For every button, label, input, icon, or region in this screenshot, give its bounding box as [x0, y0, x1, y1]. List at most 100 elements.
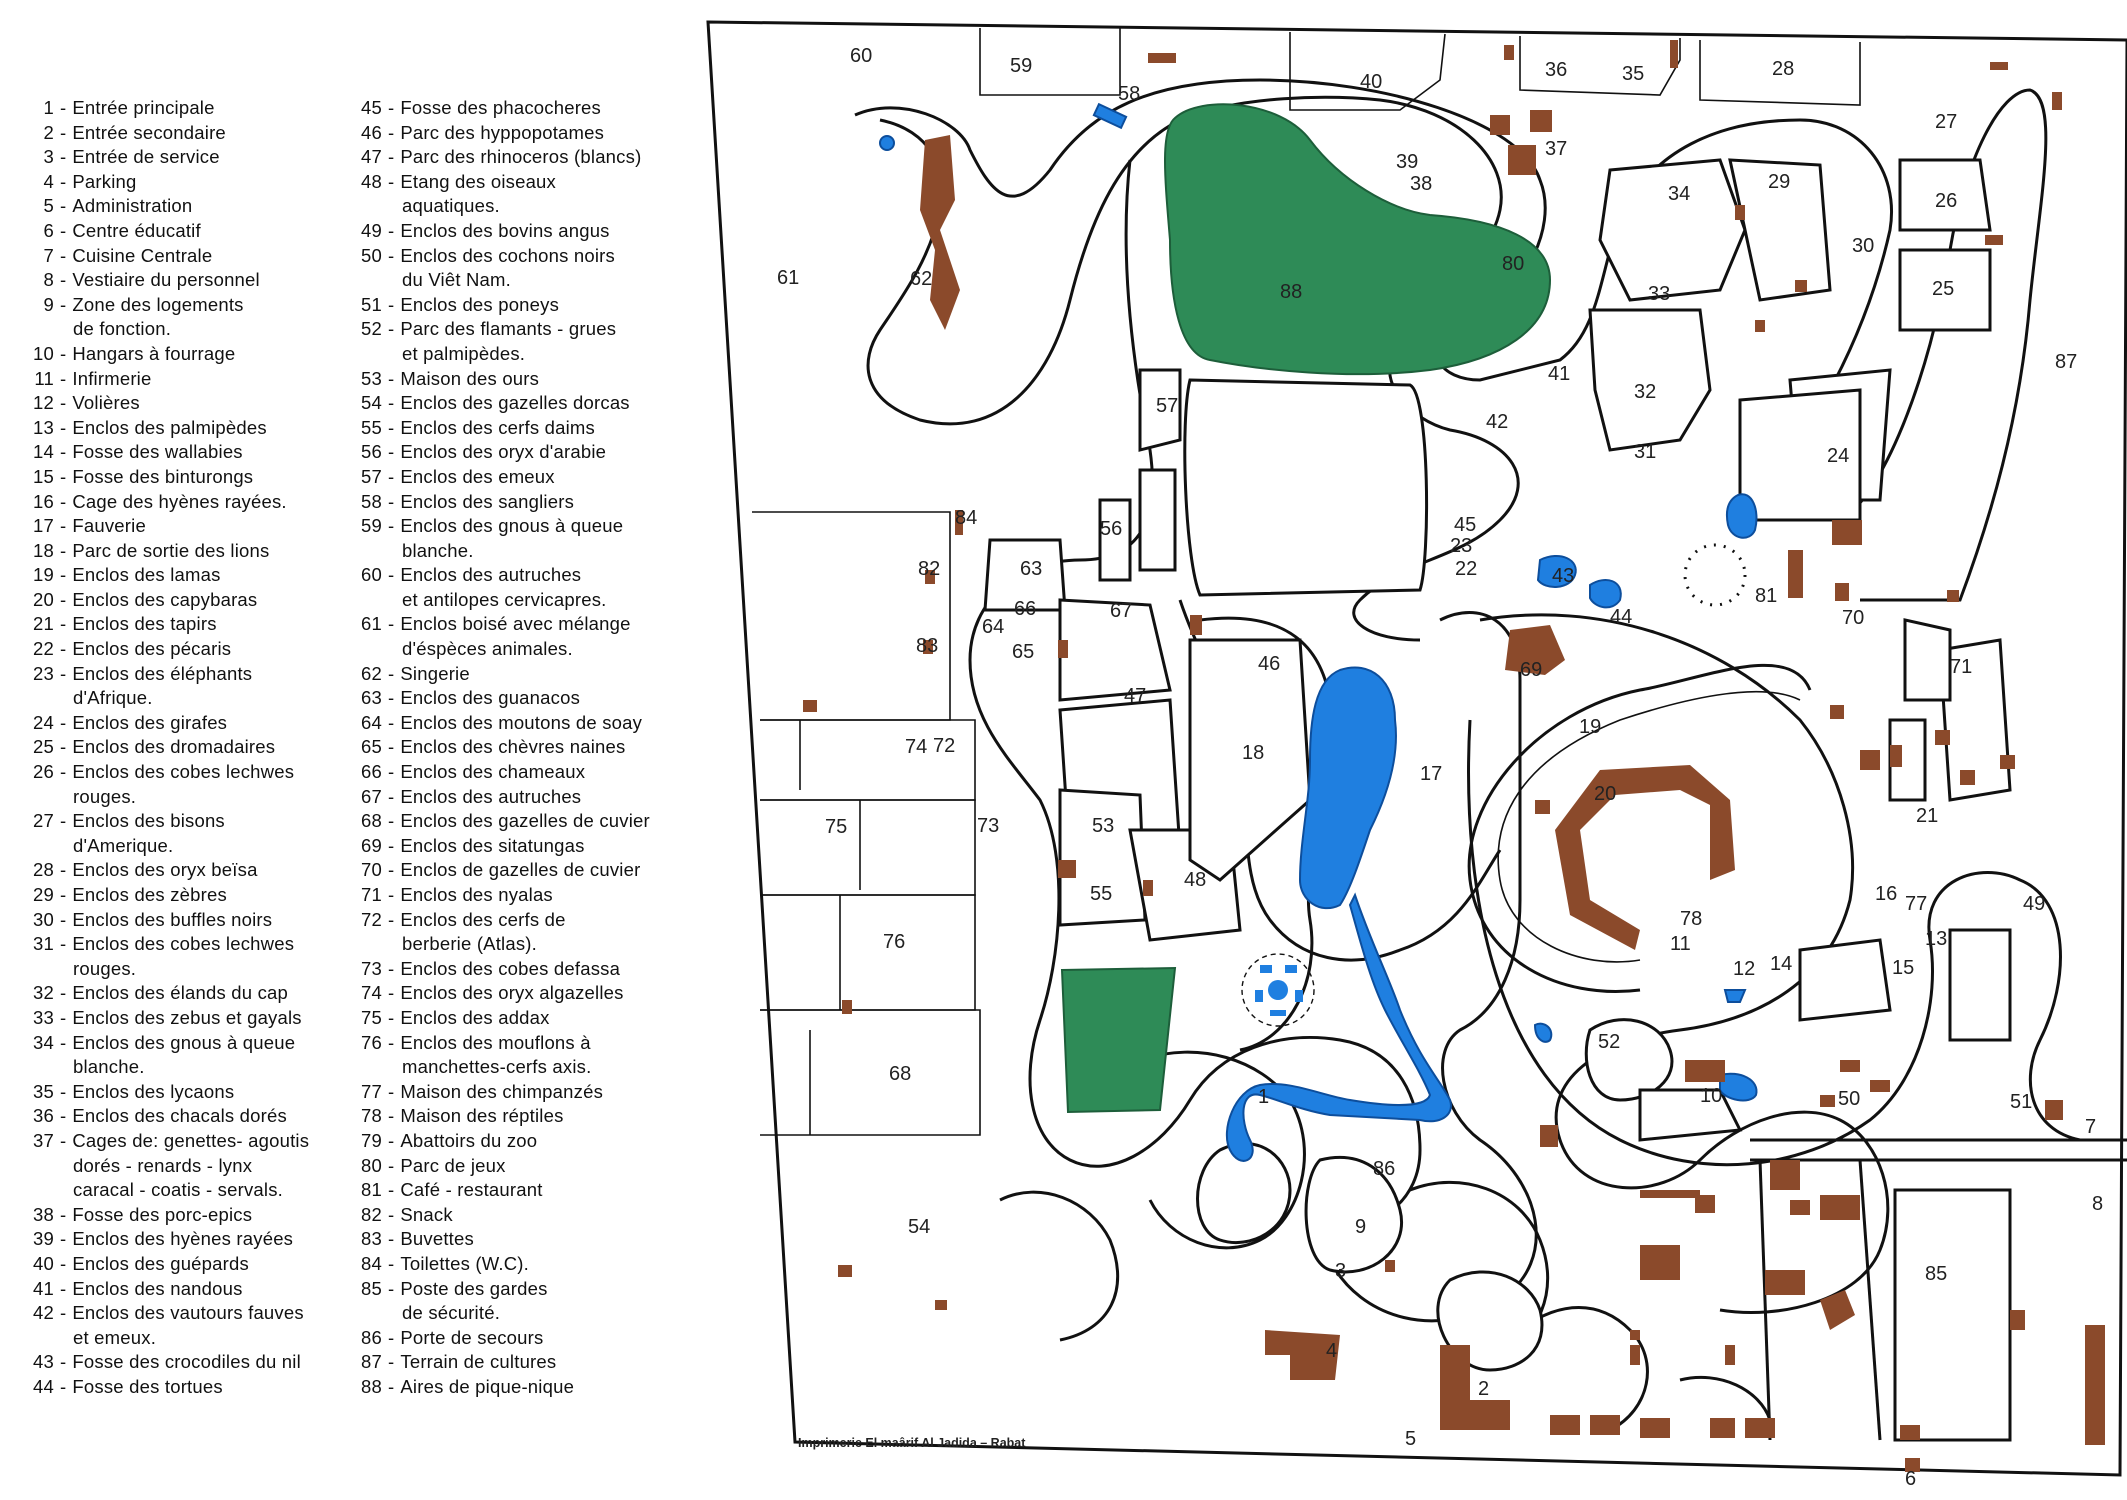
legend-item-3: 3-Entrée de service [28, 145, 348, 170]
legend-label: Parc des flamants - grues [400, 318, 617, 340]
legend-number: 40 [33, 1252, 54, 1274]
legend-label: Maison des chimpanzés [400, 1080, 604, 1102]
legend-label: Enclos des gnous à queue [400, 515, 624, 537]
legend-number: 84 [361, 1252, 382, 1274]
legend-number: 53 [361, 367, 382, 389]
map-label-12: 12 [1733, 958, 1755, 980]
map-label-48: 48 [1184, 869, 1206, 891]
map-label-74: 74 [905, 736, 927, 758]
map-label-15: 15 [1892, 957, 1914, 979]
map-label-42: 42 [1486, 411, 1508, 433]
fauverie-area [1467, 664, 1812, 993]
map-label-62: 62 [910, 268, 932, 290]
legend-label: Enclos des cerfs daims [400, 416, 595, 438]
legend-label: Enclos des tapirs [72, 613, 217, 635]
legend-label: Entrée secondaire [72, 121, 226, 143]
map-label-60: 60 [850, 45, 872, 67]
legend-number: 71 [361, 884, 382, 905]
legend-item-58: 58-Enclos des sangliers [348, 490, 688, 515]
pond-58 [1092, 102, 1128, 130]
legend-number: 44 [33, 1375, 54, 1397]
legend-item-59: 59-Enclos des gnous à queue [348, 514, 688, 539]
legend-number: 80 [361, 1154, 382, 1176]
map-label-66: 66 [1014, 598, 1036, 620]
legend-label: Fosse des binturongs [72, 465, 254, 487]
legend-label-continuation: et palmipèdes. [402, 342, 526, 364]
legend-number: 23 [33, 662, 54, 684]
legend-number: 35 [33, 1080, 54, 1102]
map-label-16: 16 [1875, 883, 1897, 905]
map-label-65: 65 [1012, 641, 1034, 663]
legend-item-46: 46-Parc des hyppopotames [348, 121, 688, 146]
map-label-7: 7 [2085, 1116, 2096, 1138]
legend-item-79: 79-Abattoirs du zoo [348, 1129, 688, 1154]
legend-label: Enclos des autruches [400, 564, 582, 586]
map-label-49: 49 [2023, 893, 2045, 915]
map-label-57: 57 [1156, 395, 1178, 417]
map-label-30: 30 [1852, 235, 1874, 257]
legend-label-continuation: de fonction. [73, 318, 172, 340]
legend-item-23: 23-Enclos des éléphants [28, 662, 348, 687]
map-label-6: 6 [1905, 1468, 1916, 1490]
legend-label: Cage des hyènes rayées. [72, 490, 287, 512]
legend-item-27: 27-Enclos des bisons [28, 809, 348, 834]
legend-number: 87 [361, 1351, 382, 1373]
legend-number: 66 [361, 761, 382, 783]
legend-label: Enclos des poneys [400, 293, 560, 315]
legend-number: 62 [361, 662, 382, 684]
legend-label-continuation: de sécurité. [402, 1302, 501, 1324]
map-label-11: 11 [1670, 933, 1691, 955]
legend-item-86: 86-Porte de secours [348, 1326, 688, 1351]
map-label-23: 23 [1450, 535, 1472, 557]
legend-number: 50 [361, 244, 382, 266]
legend-item-31: 31-Enclos des cobes lechwes [28, 932, 348, 957]
map-label-14: 14 [1770, 953, 1792, 975]
map-label-9: 9 [1355, 1216, 1366, 1238]
legend-label: Enclos des emeux [400, 465, 555, 487]
legend-item-35: 35-Enclos des lycaons [28, 1080, 348, 1105]
legend-item-5: 5-Administration [28, 194, 348, 219]
legend-number: 25 [33, 736, 54, 758]
legend-label: Enclos des capybaras [72, 588, 258, 610]
map-label-71: 71 [1950, 656, 1972, 678]
pond-46 [1536, 555, 1577, 588]
legend-number: 70 [361, 859, 382, 881]
legend-number: 17 [33, 515, 54, 537]
legend-number: 16 [33, 490, 54, 512]
stream [1225, 892, 1452, 1162]
legend-number: 77 [361, 1080, 382, 1102]
legend-label: Poste des gardes [400, 1277, 548, 1299]
legend-label: Fosse des phacocheres [400, 97, 601, 118]
legend-label: Enclos des cobes defassa [400, 957, 621, 979]
map-label-51: 51 [2010, 1091, 2032, 1113]
legend-label: Enclos des gazelles de cuvier [400, 810, 650, 832]
legend-label: Enclos des buffles noirs [72, 908, 273, 930]
legend-item-28: 28-Enclos des oryx beïsa [28, 858, 348, 883]
legend-item-51: 51-Enclos des poneys [348, 293, 688, 318]
legend-number: 48 [361, 170, 382, 192]
pond-77 [1719, 1072, 1758, 1102]
legend-item-78: 78-Maison des réptiles [348, 1104, 688, 1129]
map-label-64: 64 [982, 616, 1004, 638]
legend-number: 24 [33, 711, 54, 733]
legend-number: 43 [33, 1351, 54, 1373]
legend-item-30: 30-Enclos des buffles noirs [28, 908, 348, 933]
legend-label: Enclos des cerfs de [400, 908, 566, 930]
legend-item-63: 63-Enclos des guanacos [348, 686, 688, 711]
legend-item-52: 52-Parc des flamants - grues [348, 317, 688, 342]
legend-label: Cages de: genettes- agoutis [72, 1129, 310, 1151]
map-label-45: 45 [1454, 514, 1476, 536]
legend-number: 19 [33, 564, 54, 586]
legend-item-21: 21-Enclos des tapirs [28, 612, 348, 637]
legend-label: Enclos des éléphants [72, 662, 253, 684]
map-label-53: 53 [1092, 815, 1114, 837]
map-label-13: 13 [1925, 928, 1947, 950]
map-label-39: 39 [1396, 151, 1418, 173]
lake-48 [1298, 666, 1397, 910]
printer-credit: Imprimerie El maârif Al Jadida – Rabat [798, 1436, 1026, 1450]
map-label-24: 24 [1827, 445, 1849, 467]
legend-number: 67 [361, 785, 382, 807]
legend-item-71: 71-Enclos des nyalas [348, 883, 688, 908]
legend-label-continuation: et antilopes cervicapres. [402, 588, 607, 610]
legend-item-62: 62-Singerie [348, 662, 688, 687]
